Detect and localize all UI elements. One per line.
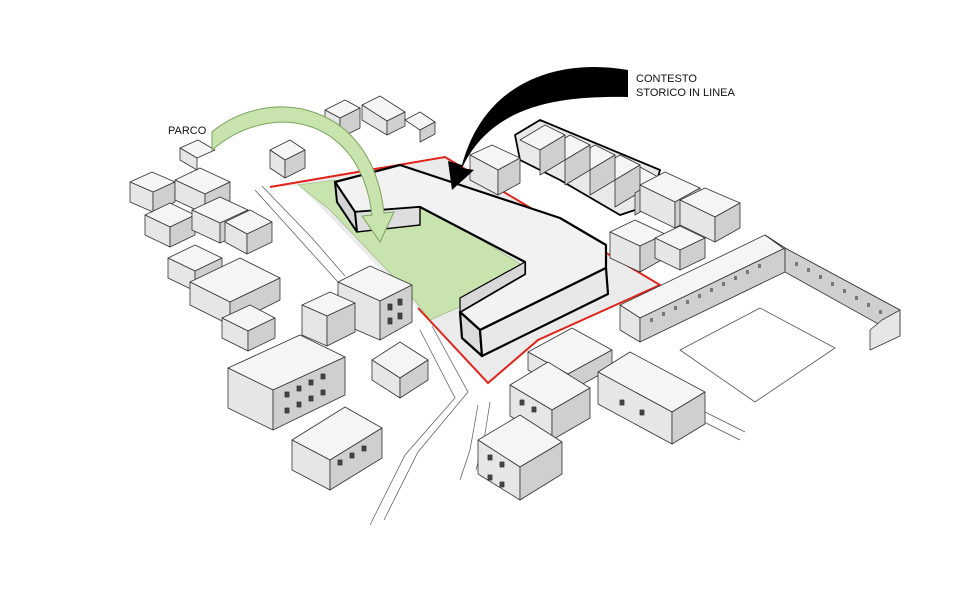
park-label: PARCO [168,125,207,137]
left-houses [129,95,436,352]
apartment-blocks [227,265,429,491]
curved-arrow-icon [448,66,628,190]
historic-context-label-line2: STORICO IN LINEA [636,87,735,99]
context-arrow [448,66,628,190]
historic-context-label-line1: CONTESTO [636,73,697,85]
project-building [333,163,610,358]
curved-arrow-icon [211,106,395,244]
pitched-houses [477,327,706,501]
courtyard-building [619,234,901,403]
historic-row-buildings [469,119,741,273]
park-arrow [211,106,395,244]
site-outline [269,155,663,385]
historic-context-label: CONTESTO STORICO IN LINEA [636,72,735,100]
